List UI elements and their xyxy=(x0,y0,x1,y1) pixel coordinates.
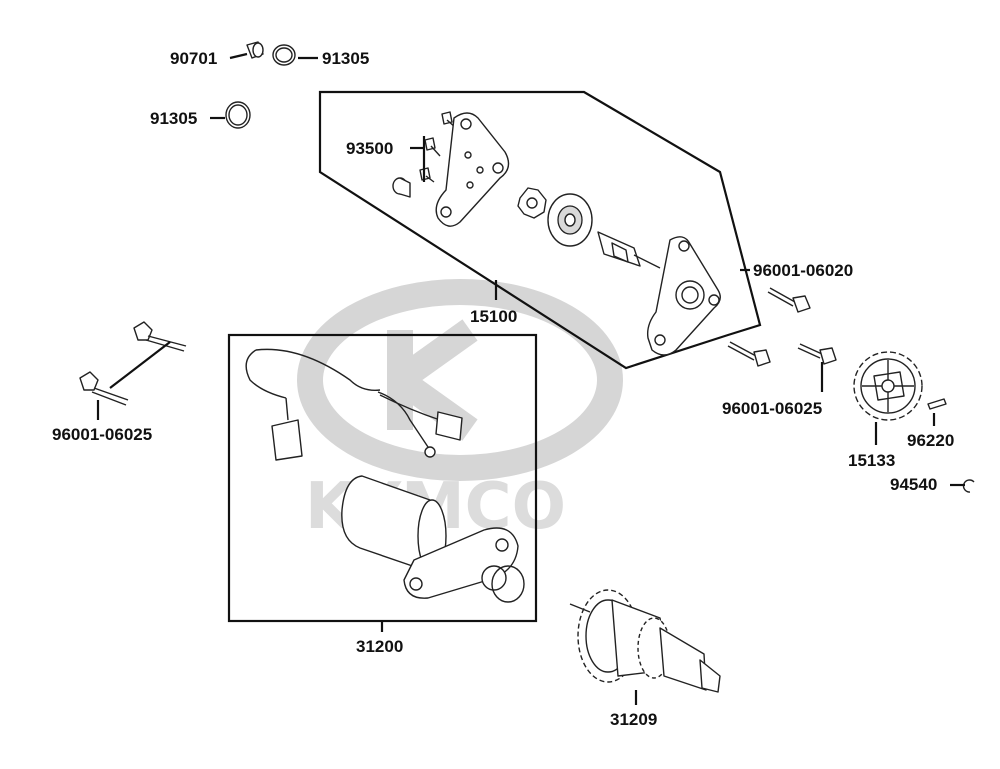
shaft-icon xyxy=(597,231,661,269)
bushing-icon xyxy=(392,177,411,198)
assembly-15100-outline xyxy=(318,90,762,370)
o-ring-icon xyxy=(225,101,251,129)
bolt-icon xyxy=(797,343,837,365)
bracket-plate-icon xyxy=(646,236,721,356)
sprocket-icon xyxy=(853,351,923,421)
bracket-plate-icon xyxy=(435,112,510,227)
label-96001-06020[interactable]: 96001-06020 xyxy=(753,261,853,280)
plug-icon xyxy=(246,41,264,59)
starter-motor-icon xyxy=(341,475,525,603)
leader-lines xyxy=(96,52,965,705)
circlip-icon xyxy=(962,479,975,493)
bolt-icon xyxy=(419,111,457,183)
bolt-icon xyxy=(79,371,129,406)
bolt-icon xyxy=(727,341,771,367)
label-96001-06025-left[interactable]: 96001-06025 xyxy=(52,425,152,444)
label-96001-06025-right[interactable]: 96001-06025 xyxy=(722,399,822,418)
starter-clutch-icon xyxy=(569,589,721,693)
label-15100[interactable]: 15100 xyxy=(470,307,517,326)
label-94540[interactable]: 94540 xyxy=(890,475,937,494)
label-96220[interactable]: 96220 xyxy=(907,431,954,450)
label-93500[interactable]: 93500 xyxy=(346,139,393,158)
gear-icon xyxy=(517,187,547,219)
label-31200[interactable]: 31200 xyxy=(356,637,403,656)
wire-harness-icon xyxy=(245,348,463,461)
bolt-icon xyxy=(133,321,187,352)
pin-icon xyxy=(927,398,947,410)
label-90701[interactable]: 90701 xyxy=(170,49,217,68)
label-91305-left[interactable]: 91305 xyxy=(150,109,197,128)
bearing-icon xyxy=(547,193,593,247)
label-31209[interactable]: 31209 xyxy=(610,710,657,729)
o-ring-icon xyxy=(272,44,296,66)
bolt-icon xyxy=(767,287,811,313)
label-91305-top[interactable]: 91305 xyxy=(322,49,369,68)
label-15133[interactable]: 15133 xyxy=(848,451,895,470)
